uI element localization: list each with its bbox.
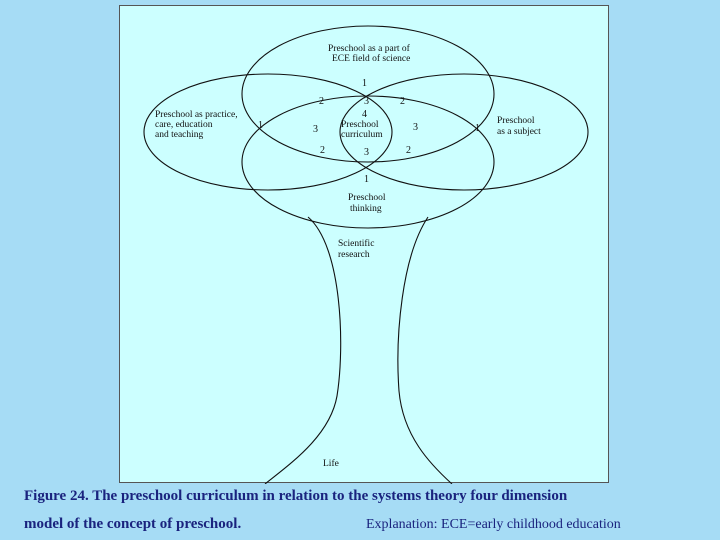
label-center-line1: Preschool <box>341 120 379 130</box>
num-top-left-2: 2 <box>319 96 324 107</box>
circle-left <box>143 73 393 191</box>
num-right-1: 1 <box>475 123 480 134</box>
num-top-3: 3 <box>364 96 369 107</box>
label-center-line2: curriculum <box>341 130 383 140</box>
circle-bottom <box>241 95 495 229</box>
stem-right-line <box>397 216 453 484</box>
label-right-line2: as a subject <box>497 127 541 137</box>
label-research-line1: Scientific <box>338 238 374 249</box>
label-left-line3: and teaching <box>155 130 204 140</box>
stem-left-line <box>264 216 342 484</box>
label-left-line1: Preschool as practice, <box>155 110 238 120</box>
systems-diagram: Preschool as a part of ECE field of scie… <box>143 25 589 484</box>
figure-panel: Preschool as a part of ECE field of scie… <box>119 5 609 484</box>
circle-right <box>339 73 589 191</box>
num-bottom-left-2: 2 <box>320 145 325 156</box>
figure-explanation: Explanation: ECE=early childhood educati… <box>366 517 621 532</box>
num-top-1: 1 <box>362 78 367 89</box>
label-bottom-line2: thinking <box>350 204 382 214</box>
num-bottom-1: 1 <box>364 174 369 185</box>
label-bottom-line1: Preschool <box>348 193 386 203</box>
label-left-line2: care, education <box>155 120 213 130</box>
num-right-3: 3 <box>413 122 418 133</box>
num-bottom-3: 3 <box>364 147 369 158</box>
num-center-4: 4 <box>362 109 367 120</box>
num-top-right-2: 2 <box>400 96 405 107</box>
num-left-3: 3 <box>313 124 318 135</box>
circle-top <box>241 25 495 163</box>
num-left-1: 1 <box>258 120 263 131</box>
label-top-line1: Preschool as a part of <box>328 43 411 54</box>
num-bottom-right-2: 2 <box>406 145 411 156</box>
figure-caption-line2: model of the concept of preschool. <box>24 516 242 532</box>
label-top-line2: ECE field of science <box>332 53 410 64</box>
label-research-line2: research <box>338 250 370 260</box>
label-life: Life <box>323 458 339 469</box>
label-right-line1: Preschool <box>497 116 535 126</box>
figure-caption-line1: Figure 24. The preschool curriculum in r… <box>24 488 568 504</box>
